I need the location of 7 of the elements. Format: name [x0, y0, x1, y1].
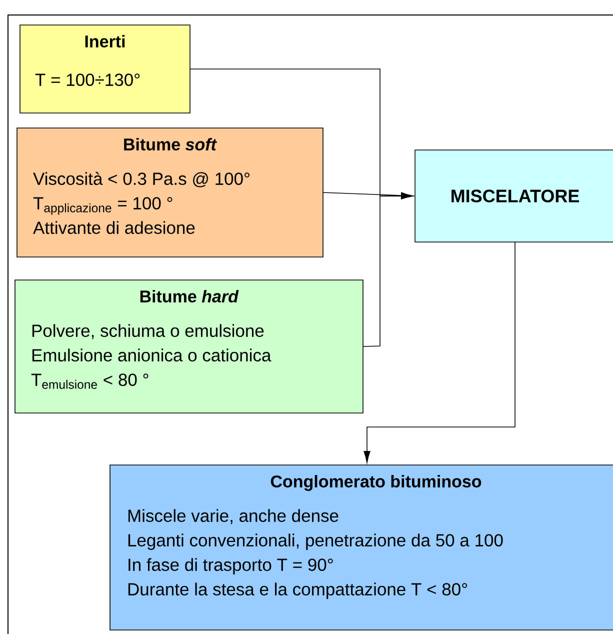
process-box: Inerti T = 100÷130° — [20, 24, 190, 114]
arrow — [362, 192, 413, 347]
process-box: Bitume hard Polvere, schiuma o emulsione Emulsione anionica o cationica $\text{T}_{\text{emulsione}}\text{ < 80 °}$ — [14, 280, 364, 414]
process-box: Bitume soft Viscosità < 0.3 Pa.s @ 100° $\text{T}_{\text{applicazione}}\text{ = 100 °}$ Attivante di adesione — [16, 128, 324, 258]
process-box: Conglomerato bituminoso Miscele varie, anche dense Leganti convenzionali, penetrazione da 50 a 100 In fase di trasporto T = 90° Durante la stesa e la compattazione T < 80° — [110, 464, 613, 630]
arrow — [364, 242, 516, 463]
process-box: MISCELATORE — [414, 150, 613, 242]
